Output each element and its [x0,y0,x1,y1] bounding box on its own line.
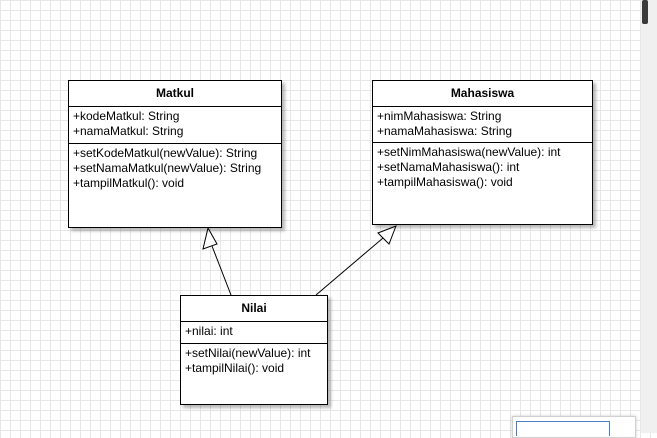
class-mahasiswa-attributes: +nimMahasiswa: String +namaMahasiswa: St… [373,107,592,143]
method-set-nim-mahasiswa: +setNimMahasiswa(newValue): int [377,145,561,159]
viewport-indicator[interactable] [516,421,610,436]
attribute-kode-matkul: +kodeMatkul: String [73,109,180,123]
relations-layer [202,225,397,296]
class-mahasiswa-title: Mahasiswa [373,81,592,107]
outline-panel[interactable] [512,416,636,438]
class-matkul-title: Matkul [69,81,281,107]
method-set-kode-matkul: +setKodeMatkul(newValue): String [73,146,258,160]
generalization-nilai-matkul[interactable] [202,226,232,296]
method-set-nama-mahasiswa: +setNamaMahasiswa(): int [377,160,520,174]
class-nilai-methods: +setNilai(newValue): int +tampilNilai():… [181,344,327,378]
class-matkul-attributes: +kodeMatkul: String +namaMatkul: String [69,107,281,144]
generalization-nilai-mahasiswa[interactable] [315,225,397,296]
method-tampil-matkul: +tampilMatkul(): void [73,176,185,190]
method-tampil-mahasiswa: +tampilMahasiswa(): void [377,175,513,189]
class-nilai[interactable]: Nilai +nilai: int +setNilai(newValue): i… [180,295,328,405]
class-nilai-title: Nilai [181,296,327,322]
class-matkul-methods: +setKodeMatkul(newValue): String +setNam… [69,144,281,193]
vertical-scrollbar[interactable] [641,0,657,433]
class-mahasiswa-methods: +setNimMahasiswa(newValue): int +setNama… [373,143,592,192]
class-matkul[interactable]: Matkul +kodeMatkul: String +namaMatkul: … [68,80,282,228]
scrollbar-thumb[interactable] [642,0,648,24]
attribute-nama-matkul: +namaMatkul: String [73,124,184,138]
class-mahasiswa[interactable]: Mahasiswa +nimMahasiswa: String +namaMah… [372,80,593,225]
class-nilai-attributes: +nilai: int [181,322,327,344]
attribute-nama-mahasiswa: +namaMahasiswa: String [377,124,513,138]
attribute-nilai: +nilai: int [185,324,233,338]
attribute-nim-mahasiswa: +nimMahasiswa: String [377,109,502,123]
method-tampil-nilai: +tampilNilai(): void [185,361,285,375]
method-set-nilai: +setNilai(newValue): int [185,346,311,360]
method-set-nama-matkul: +setNamaMatkul(newValue): String [73,161,262,175]
